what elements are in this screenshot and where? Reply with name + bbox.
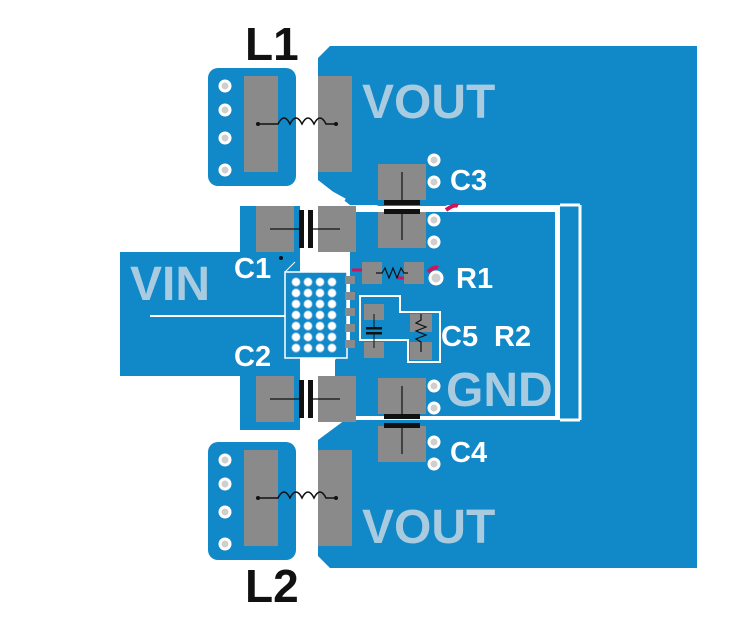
ic-via-array [291,277,337,353]
right-vias [427,153,441,471]
resistor-r1 [362,262,424,284]
ic-via [315,277,325,287]
capacitor-c2 [256,376,356,422]
ic-via [327,332,337,342]
ic-via [303,310,313,320]
net-label-vin: VIN [130,258,210,311]
ic-via [291,332,301,342]
ic-via [315,299,325,309]
designator-c3: C3 [450,165,487,197]
ic-via [291,299,301,309]
ic-via [303,343,313,353]
ic-via [291,277,301,287]
l2-coil-symbol [258,491,336,500]
designator-c4: C4 [450,437,487,469]
inductor-l1 [244,76,352,172]
ic-via [291,310,301,320]
vin-copper-pour [120,206,300,430]
ic-via [327,310,337,320]
gnd-copper-pour [335,212,555,416]
designator-l1: L1 [245,18,299,70]
designator-l2: L2 [245,560,299,612]
ic-via [303,321,313,331]
net-label-gnd: GND [446,364,553,417]
r2-island-outline [359,295,441,363]
ic-via [303,299,313,309]
designator-r1: R1 [456,263,493,295]
ic-via [315,343,325,353]
net-label-vout-bottom: VOUT [362,501,495,554]
r1-via [428,270,444,286]
red-trace-r1-via [426,265,439,274]
ic-via [303,277,313,287]
l2-vias [218,453,232,551]
ic-side-pads [345,276,355,348]
designator-c2: C2 [234,341,271,373]
capacitor-c5 [364,304,384,358]
ic-via [327,277,337,287]
ic-via [327,321,337,331]
capacitor-c4 [378,378,426,462]
designator-r2: R2 [494,321,531,353]
ic-via [291,343,301,353]
ic-via [315,288,325,298]
capacitor-c1 [256,206,356,252]
ic-via [291,288,301,298]
designator-c5: C5 [441,321,478,353]
ic-via [315,332,325,342]
net-label-vout-top: VOUT [362,76,495,129]
resistor-r2 [410,314,432,360]
capacitor-c3 [378,164,426,248]
ic-via [291,321,301,331]
l1-coil-symbol [258,117,336,126]
ic-via [327,299,337,309]
designator-c1: C1 [234,253,271,285]
l1-vias [218,79,232,177]
ic-via [303,332,313,342]
inductor-l2 [244,450,352,546]
ic-via [315,310,325,320]
red-trace-c3 [444,203,459,212]
ic-via [327,343,337,353]
ic-package [279,256,348,359]
ic-via [315,321,325,331]
ic-via [327,288,337,298]
ic-via [303,288,313,298]
